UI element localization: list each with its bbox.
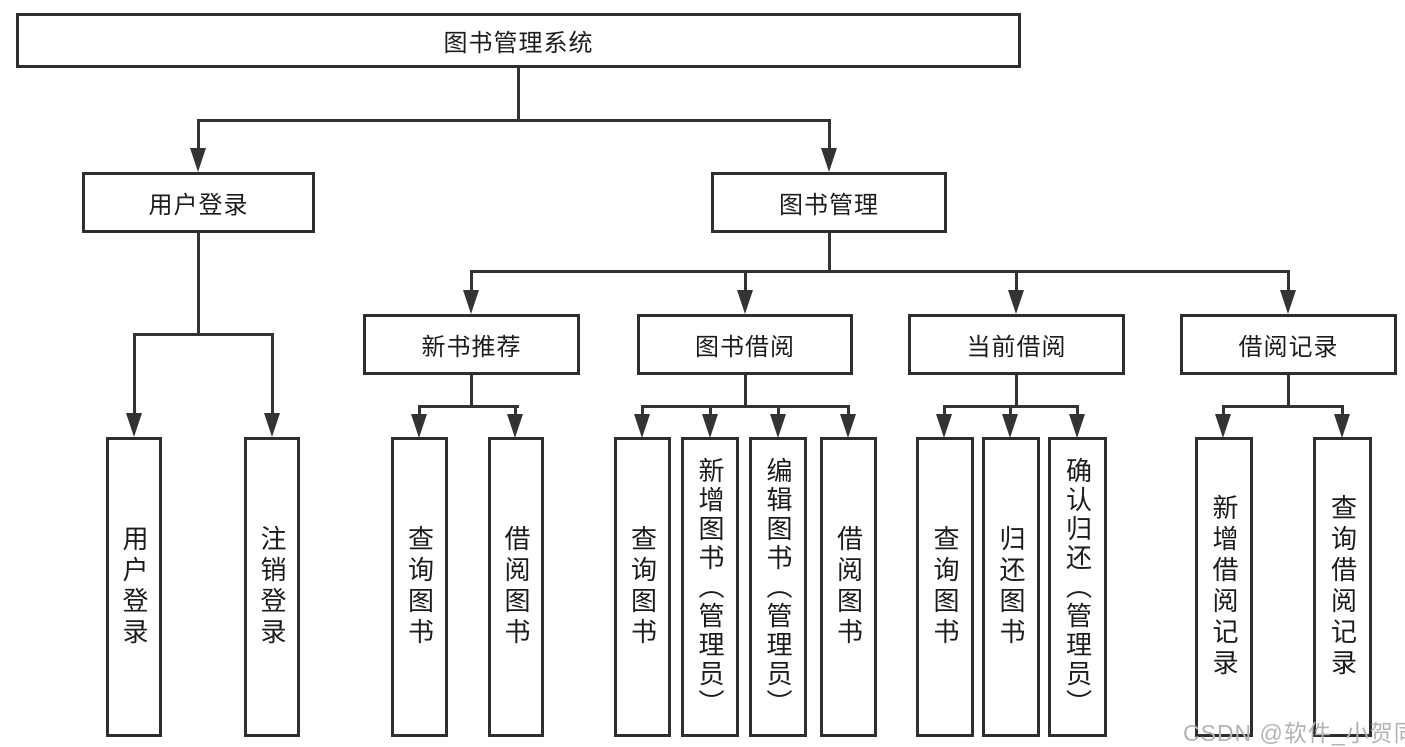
- leaf-bb-edit-book-admin: 编辑图书（管理员）: [749, 437, 807, 737]
- leaf-cb-query-books-label: 查询图书: [930, 525, 960, 649]
- connector-stub: [1287, 375, 1290, 407]
- leaf-br-add-record: 新增借阅记录: [1195, 437, 1253, 737]
- connector-user-login-stub: [197, 233, 200, 335]
- leaf-cb-confirm-return-admin: 确认归还（管理员）: [1048, 437, 1107, 737]
- node-new-book-recommend: 新书推荐: [363, 314, 580, 375]
- connector-stem: [470, 270, 473, 292]
- connector-stem: [1341, 405, 1344, 417]
- node-user-login: 用户登录: [82, 172, 315, 233]
- arrow-down-icon: [634, 414, 650, 438]
- connector-level1-hline: [197, 119, 831, 122]
- leaf-logout: 注销登录: [244, 437, 300, 737]
- node-book-borrowing: 图书借阅: [637, 314, 853, 375]
- leaf-user-login-label: 用户登录: [119, 525, 149, 649]
- arrow-down-icon: [1334, 414, 1350, 438]
- leaf-cb-return-books: 归还图书: [982, 437, 1040, 737]
- arrow-down-icon: [821, 148, 837, 172]
- arrow-down-icon: [1280, 290, 1296, 314]
- node-root-label: 图书管理系统: [443, 30, 594, 57]
- node-book-management: 图书管理: [711, 172, 947, 233]
- arrow-down-icon: [936, 414, 952, 438]
- connector-stem: [1222, 405, 1225, 417]
- leaf-br-add-record-label: 新增借阅记录: [1209, 494, 1239, 680]
- node-borrowing-records-label: 借阅记录: [1238, 334, 1339, 361]
- connector-stem: [641, 405, 644, 417]
- connector-stem: [943, 405, 946, 417]
- connector-stub: [470, 375, 473, 407]
- leaf-cb-return-books-label: 归还图书: [996, 525, 1026, 649]
- leaf-nbr-query-books-label: 查询图书: [404, 525, 435, 649]
- leaf-br-query-record: 查询借阅记录: [1313, 437, 1372, 737]
- node-current-borrowing-label: 当前借阅: [966, 334, 1067, 361]
- leaf-user-login: 用户登录: [106, 437, 162, 737]
- arrow-down-icon: [1069, 414, 1085, 438]
- connector-user-login-hline: [133, 333, 274, 336]
- leaf-bb-query-books: 查询图书: [614, 437, 671, 737]
- connector-stem: [709, 405, 712, 417]
- node-new-book-recommend-label: 新书推荐: [421, 334, 522, 361]
- arrow-down-icon: [1215, 414, 1231, 438]
- arrow-down-icon: [126, 413, 142, 437]
- connector-stem: [197, 119, 200, 150]
- leaf-nbr-borrow-books-label: 借阅图书: [501, 525, 531, 649]
- connector-stem: [744, 270, 747, 292]
- connector-book-mgmt-stub: [828, 233, 831, 273]
- connector-stem: [271, 333, 274, 413]
- arrow-down-icon: [463, 290, 479, 314]
- arrow-down-icon: [840, 414, 856, 438]
- connector-stem: [1076, 405, 1079, 417]
- node-current-borrowing: 当前借阅: [908, 314, 1125, 375]
- leaf-nbr-query-books: 查询图书: [391, 437, 448, 737]
- leaf-bb-edit-book-admin-label: 编辑图书（管理员）: [763, 456, 793, 718]
- leaf-bb-add-book-admin-label: 新增图书（管理员）: [695, 456, 725, 718]
- connector-stub: [1015, 375, 1018, 407]
- arrow-down-icon: [411, 414, 427, 438]
- leaf-bb-borrow-books-label: 借阅图书: [833, 525, 864, 649]
- connector-stem: [1287, 270, 1290, 292]
- connector-hline: [418, 405, 519, 408]
- leaf-bb-add-book-admin: 新增图书（管理员）: [681, 437, 739, 737]
- arrow-down-icon: [702, 414, 718, 438]
- arrow-down-icon: [507, 414, 523, 438]
- node-book-borrowing-label: 图书借阅: [695, 334, 795, 361]
- connector-root-stub: [517, 68, 520, 122]
- connector-stem: [777, 405, 780, 417]
- connector-level2-hline: [470, 270, 1290, 273]
- leaf-cb-query-books: 查询图书: [916, 437, 974, 737]
- connector-hline: [641, 405, 849, 408]
- connector-stem: [133, 333, 136, 413]
- leaf-bb-borrow-books: 借阅图书: [820, 437, 877, 737]
- csdn-watermark: CSDN @软件_小贺同学: [1183, 720, 1405, 746]
- arrow-down-icon: [770, 414, 786, 438]
- node-book-management-label: 图书管理: [779, 192, 879, 219]
- connector-stem: [1015, 270, 1018, 292]
- connector-stem: [514, 405, 517, 417]
- connector-stub: [744, 375, 747, 407]
- connector-hline: [1222, 405, 1344, 408]
- connector-stem: [418, 405, 421, 417]
- node-borrowing-records: 借阅记录: [1180, 314, 1397, 375]
- leaf-cb-confirm-return-admin-label: 确认归还（管理员）: [1062, 456, 1093, 718]
- connector-stem: [1009, 405, 1012, 417]
- leaf-br-query-record-label: 查询借阅记录: [1327, 494, 1358, 680]
- node-user-login-label: 用户登录: [148, 192, 249, 219]
- leaf-bb-query-books-label: 查询图书: [627, 525, 658, 649]
- node-root: 图书管理系统: [16, 13, 1021, 68]
- arrow-down-icon: [190, 148, 206, 172]
- arrow-down-icon: [1002, 414, 1018, 438]
- connector-stem: [847, 405, 850, 417]
- arrow-down-icon: [264, 413, 280, 437]
- arrow-down-icon: [737, 290, 753, 314]
- connector-stem: [828, 119, 831, 150]
- leaf-logout-label: 注销登录: [257, 525, 287, 649]
- arrow-down-icon: [1008, 290, 1024, 314]
- leaf-nbr-borrow-books: 借阅图书: [488, 437, 544, 737]
